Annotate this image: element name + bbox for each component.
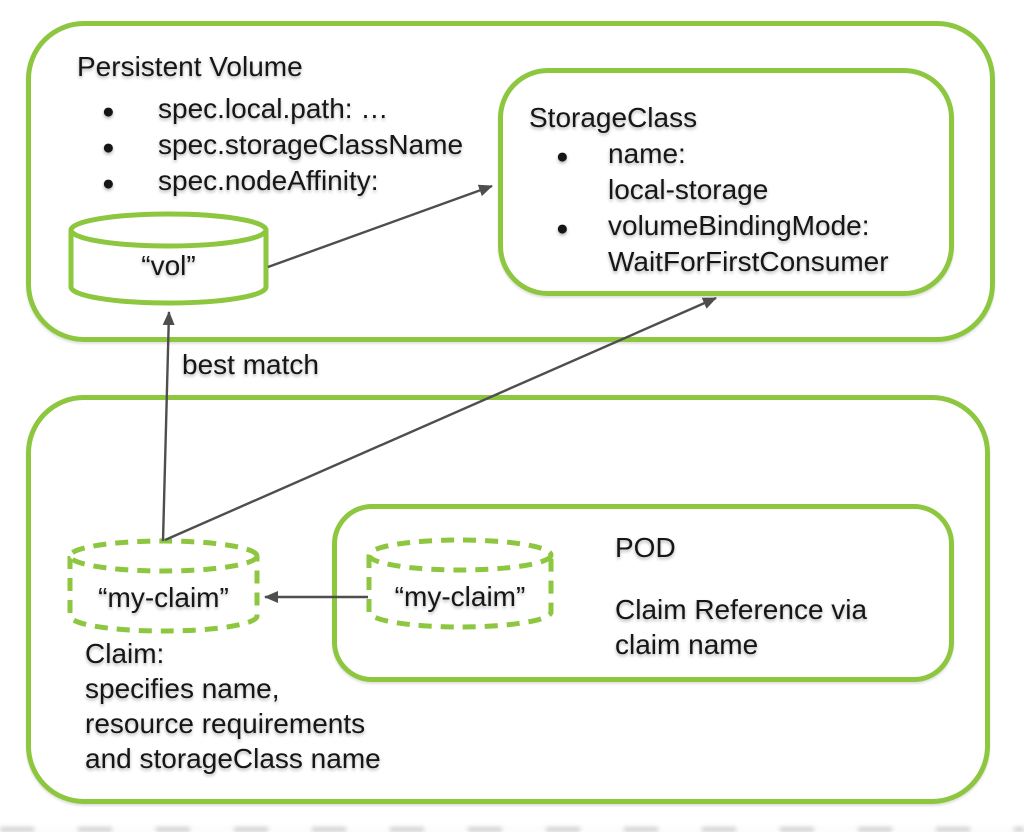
pod-claim-cylinder [366,537,554,630]
storage-class-title: StorageClass [529,102,698,133]
claim-description-line: specifies name, [85,673,280,704]
persistent-volume-title: Persistent Volume [77,51,303,82]
storage-class-box [498,68,954,296]
pod-title: POD [615,532,676,563]
arrow-vol-to-storageclass [267,184,493,269]
sc-bullet-label: name: [608,138,686,169]
pv-bullet-item: ● spec.storageClassName [102,127,463,163]
vol-cylinder-label: “vol” [141,250,196,281]
claim-description: Claim: specifies name, resource requirem… [85,636,381,776]
persistent-volume-box [26,21,995,342]
claim-description-line: and storageClass name [85,743,381,774]
pod-box [332,504,954,682]
pod-description-line: Claim Reference via [615,594,868,625]
pod-description-line: claim name [615,629,759,660]
pv-bullet-text: spec.local.path: … [158,93,389,124]
pv-bullet-text: spec.storageClassName [158,129,464,160]
persistent-volume-bullet-list: ● spec.local.path: … ● spec.storageClass… [102,91,463,199]
bullet-dot-icon: ● [556,217,569,240]
sc-bullet-label: volumeBindingMode: [608,210,870,241]
sc-bullet-continuation: WaitForFirstConsumer [556,244,889,280]
bullet-dot-icon: ● [556,145,569,168]
bullet-dot-icon: ● [102,100,115,123]
claim-description-line: Claim: [85,638,165,669]
pod-description: Claim Reference via claim name [615,592,867,662]
sc-bullet-item: ● name: [556,136,889,172]
pv-bullet-item: ● spec.local.path: … [102,91,463,127]
bullet-dot-icon: ● [102,172,115,195]
claim-pod-box [26,395,990,804]
vol-cylinder [68,211,269,306]
best-match-label: best match [182,349,319,380]
sc-bullet-item: ● volumeBindingMode: [556,208,889,244]
pv-bullet-text: spec.nodeAffinity: [158,165,379,196]
sc-bullet-continuation: local-storage [556,172,889,208]
claim-description-line: resource requirements [85,708,366,739]
arrow-claim-to-vol [161,311,175,542]
sc-bullet-value: WaitForFirstConsumer [608,246,889,277]
pod-claim-cylinder-label: “my-claim” [394,581,526,612]
arrow-claim-to-storageclass [164,296,717,542]
bottom-edge-artifact [0,827,1024,832]
pv-bullet-item: ● spec.nodeAffinity: [102,163,463,199]
sc-bullet-value: local-storage [608,174,769,205]
claim-cylinder [67,538,260,634]
bullet-dot-icon: ● [102,136,115,159]
storage-class-bullet-list: ● name: local-storage ● volumeBindingMod… [556,136,889,280]
claim-cylinder-label: “my-claim” [98,582,229,613]
